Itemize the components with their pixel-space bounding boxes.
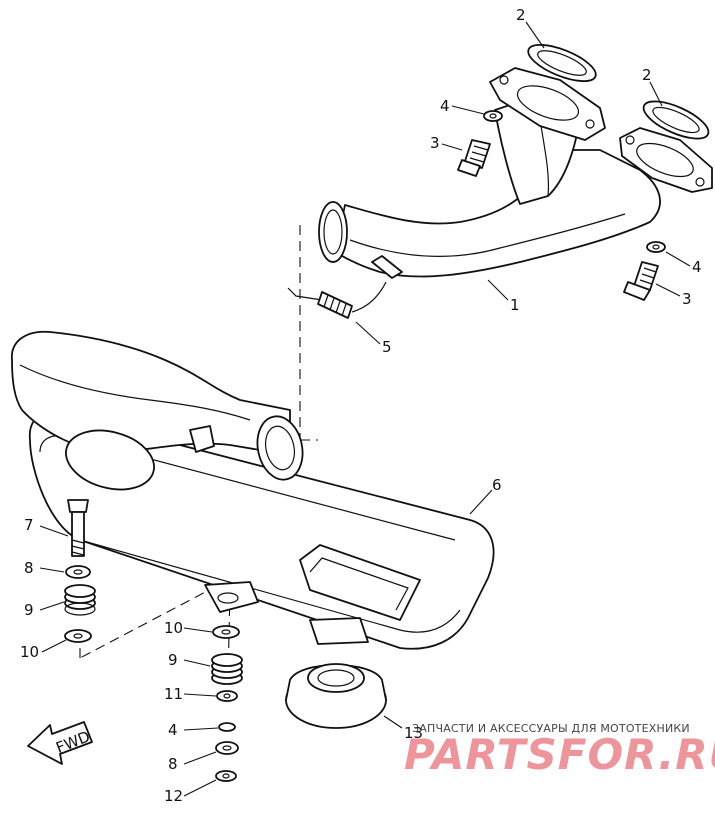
callout-6: 6 (492, 476, 502, 494)
callout-10-left: 10 (20, 643, 39, 661)
watermark-brand: PARTSFOR.RU (404, 730, 715, 779)
callout-3-lower: 3 (682, 290, 692, 308)
callout-4-center: 4 (168, 721, 178, 739)
gasket-part-2-left (527, 44, 597, 82)
callout-2-right: 2 (642, 66, 652, 84)
callout-4-lower: 4 (692, 258, 702, 276)
bolt-part-7 (67, 499, 89, 557)
exhaust-pipe-part-1 (318, 94, 661, 279)
washer-part-4-center (218, 722, 236, 732)
callout-11: 11 (164, 685, 183, 703)
callout-12: 12 (164, 787, 183, 805)
leader-lines (39, 21, 691, 797)
nut-part-12 (215, 770, 237, 782)
callout-1: 1 (510, 296, 520, 314)
gasket-part-2-right (642, 100, 710, 140)
bolt-part-3-lower (623, 261, 659, 301)
assembly-guide-lines (79, 225, 318, 681)
callout-7: 7 (24, 516, 34, 534)
flange-left (489, 67, 606, 141)
forward-arrow: FWD (27, 721, 93, 765)
callout-5: 5 (382, 338, 392, 356)
callout-4-upper: 4 (440, 97, 450, 115)
callout-8-left: 8 (24, 559, 34, 577)
callout-8-center: 8 (168, 755, 178, 773)
callout-labels: 2 2 4 3 4 3 1 5 6 7 8 9 10 10 9 11 4 8 1… (20, 6, 702, 805)
callout-10-center: 10 (164, 619, 183, 637)
callout-9-left: 9 (24, 601, 34, 619)
spring-part-9-left (64, 584, 96, 616)
callout-3-upper: 3 (430, 134, 440, 152)
flange-right (619, 127, 713, 193)
spring-part-9-center (211, 653, 243, 685)
washer-part-10-left (64, 629, 92, 643)
washer-part-4-upper (483, 110, 503, 122)
spring-part-5 (287, 281, 387, 319)
washer-part-8-center (215, 741, 239, 755)
washer-part-11 (216, 690, 238, 702)
callout-13: 13 (404, 724, 423, 742)
muffler-inlet-pipe (11, 330, 304, 491)
callout-9-center: 9 (168, 651, 178, 669)
washer-part-8-left (65, 565, 91, 579)
washer-part-4-lower (646, 241, 666, 253)
mount-rubber-part-13 (285, 663, 387, 729)
callout-2-left: 2 (516, 6, 526, 24)
washer-part-10-center (212, 625, 240, 639)
watermark-caption: ЗАПЧАСТИ И АКСЕССУАРЫ ДЛЯ МОТОТЕХНИКИ (412, 722, 690, 735)
bolt-part-3-upper (457, 139, 491, 177)
